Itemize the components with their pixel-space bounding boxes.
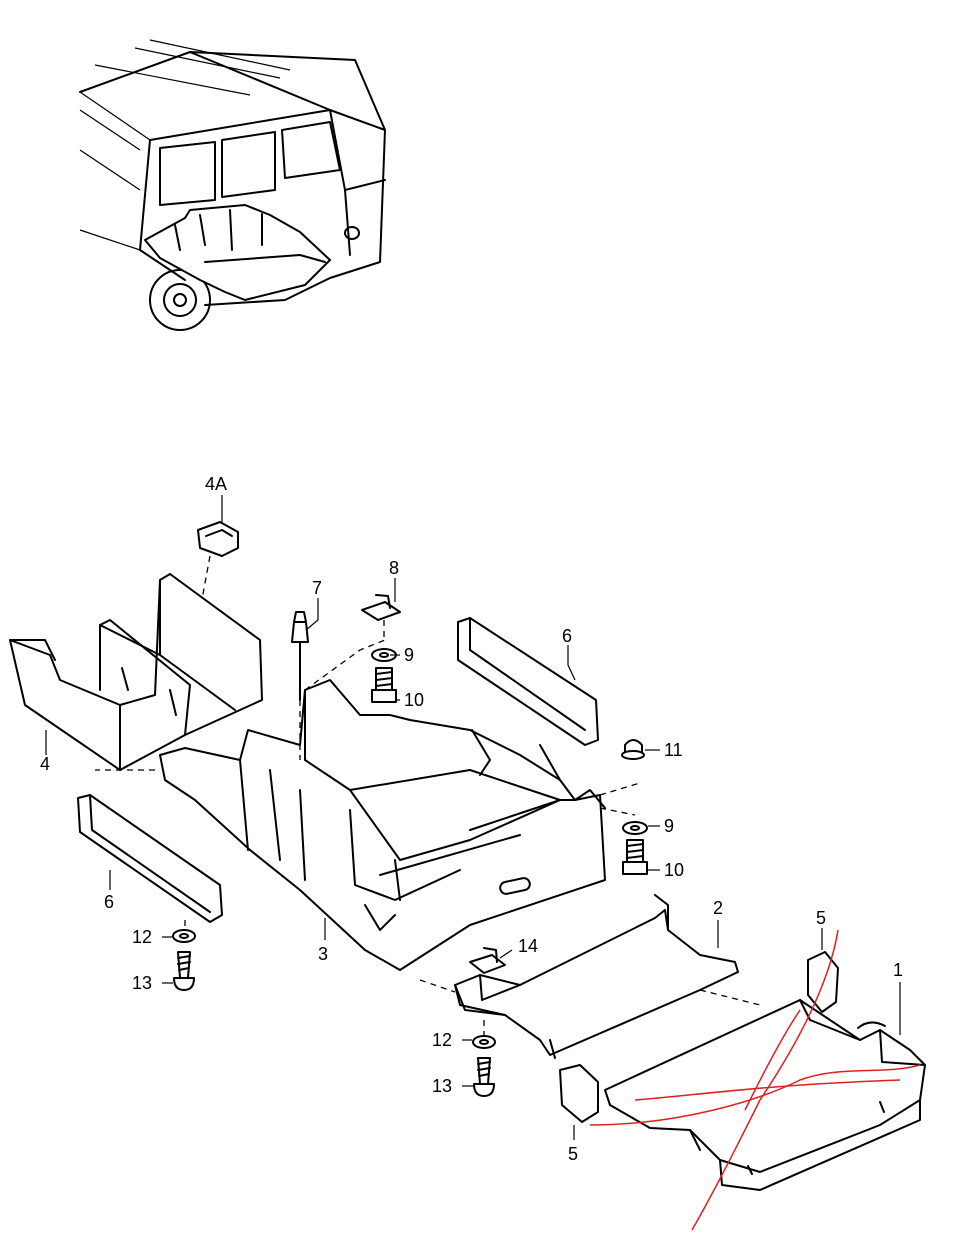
callout-2: 2 xyxy=(713,898,723,918)
part-11-cap-nut xyxy=(621,739,645,760)
callout-6-right: 6 xyxy=(562,626,572,646)
part-2-floor-section xyxy=(419,894,761,1059)
left-screw-13 xyxy=(173,951,195,991)
part-8-clip-nut xyxy=(361,594,401,642)
part-6-left-rail xyxy=(77,794,223,930)
callout-13-left: 13 xyxy=(132,973,152,993)
lower-washer-9 xyxy=(622,821,648,835)
lower-bolt-10 xyxy=(622,839,648,875)
callout-3: 3 xyxy=(318,944,328,964)
callout-7: 7 xyxy=(312,578,322,598)
middle-washer-12 xyxy=(472,1035,496,1049)
upper-bolt-10 xyxy=(371,667,397,703)
callout-10-upper: 10 xyxy=(404,690,424,710)
callout-14: 14 xyxy=(518,936,538,956)
vehicle-overview-sketch xyxy=(79,39,386,331)
part-7-pin xyxy=(291,611,309,760)
callout-4: 4 xyxy=(40,754,50,774)
part-14-clip-nut xyxy=(469,947,506,974)
part-1-rear-floor-section xyxy=(604,999,926,1191)
callout-labels: 1 2 3 4 4A 5 5 6 6 7 8 9 9 10 10 11 12 1… xyxy=(40,474,903,1164)
callout-10-lower: 10 xyxy=(664,860,684,880)
callout-9-lower: 9 xyxy=(664,816,674,836)
callout-9-upper: 9 xyxy=(404,645,414,665)
callout-5-bottom: 5 xyxy=(568,1144,578,1164)
callout-1: 1 xyxy=(893,960,903,980)
callout-8: 8 xyxy=(389,558,399,578)
callout-11: 11 xyxy=(664,740,683,760)
callout-13-middle: 13 xyxy=(432,1076,452,1096)
callout-12-middle: 12 xyxy=(432,1030,452,1050)
part-4-left-tray xyxy=(9,573,263,771)
callout-12-left: 12 xyxy=(132,927,152,947)
middle-screw-13 xyxy=(473,1020,495,1097)
part-3-main-floor-pan xyxy=(95,639,641,971)
callout-6-left: 6 xyxy=(104,892,114,912)
part-4a-clip xyxy=(197,521,239,611)
part-6-right-rail xyxy=(457,617,599,746)
leader-lines xyxy=(45,495,901,1140)
red-cross-out-mark xyxy=(589,929,921,1231)
callout-4a: 4A xyxy=(205,474,227,494)
callout-5-top: 5 xyxy=(816,908,826,928)
left-washer-12 xyxy=(172,929,196,943)
part-5-bracket-lower xyxy=(559,1064,599,1123)
